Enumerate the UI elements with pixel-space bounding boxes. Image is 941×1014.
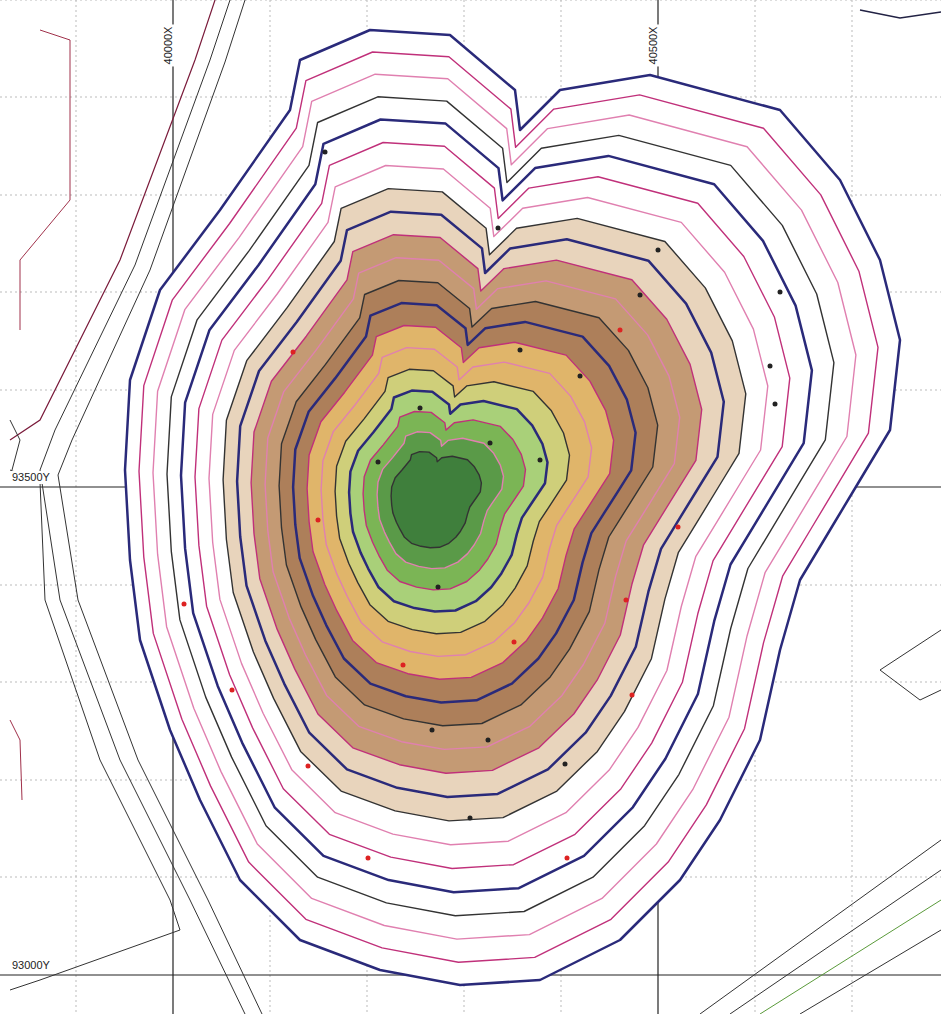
- bench-contour: [363, 412, 525, 590]
- grid-coordinate: 40500X: [648, 25, 661, 67]
- bench-contour: [391, 452, 481, 548]
- drill-hole: [291, 350, 296, 355]
- haul-roads: [10, 0, 941, 1014]
- bench-contour: [349, 391, 547, 612]
- drill-hole: [418, 406, 423, 411]
- bench-contour: [321, 348, 591, 657]
- drill-hole: [656, 248, 661, 253]
- drill-hole: [638, 293, 643, 298]
- drill-hole: [578, 374, 583, 379]
- drill-hole: [401, 663, 406, 668]
- bench-contour: [195, 143, 790, 869]
- drill-hole: [538, 458, 543, 463]
- grid-line: [852, 0, 853, 1014]
- bench-contour: [251, 235, 702, 774]
- drill-holes: [182, 150, 783, 861]
- bench-contour: [223, 189, 746, 821]
- bench-contour: [335, 369, 569, 634]
- drill-hole: [496, 226, 501, 231]
- drill-hole: [512, 640, 517, 645]
- drill-hole: [624, 598, 629, 603]
- drill-hole: [230, 688, 235, 693]
- drill-hole: [436, 585, 441, 590]
- drill-hole: [618, 328, 623, 333]
- drill-hole: [316, 518, 321, 523]
- grid-coordinate: 93000Y: [10, 959, 52, 972]
- drill-hole: [488, 441, 493, 446]
- bench-contour: [307, 326, 613, 680]
- bench-contour: [125, 30, 900, 985]
- bench-contour: [153, 74, 856, 939]
- bench-contour: [167, 97, 834, 916]
- drill-hole: [430, 728, 435, 733]
- drill-hole: [486, 738, 491, 743]
- drill-hole: [468, 816, 473, 821]
- grid-coordinate: 40000X: [163, 25, 176, 67]
- drill-hole: [563, 762, 568, 767]
- drill-hole: [323, 150, 328, 155]
- drill-hole: [768, 364, 773, 369]
- bench-contour: [293, 303, 635, 702]
- bench-contour: [279, 281, 658, 726]
- grid-coordinate: 93500Y: [10, 471, 52, 484]
- grid-line: [0, 0, 941, 1]
- bench-contour: [237, 212, 724, 797]
- drill-hole: [565, 856, 570, 861]
- grid-line: [76, 0, 77, 1014]
- bench-contour: [209, 166, 768, 845]
- drill-hole: [778, 290, 783, 295]
- drill-hole: [376, 460, 381, 465]
- drill-hole: [676, 525, 681, 530]
- pit-benches: [125, 30, 900, 985]
- drill-hole: [518, 348, 523, 353]
- bench-contour: [265, 258, 680, 750]
- drill-hole: [773, 402, 778, 407]
- drill-hole: [306, 764, 311, 769]
- drill-hole: [630, 693, 635, 698]
- drill-hole: [366, 856, 371, 861]
- drill-hole: [182, 602, 187, 607]
- bench-contour: [181, 120, 812, 893]
- bench-contour: [139, 52, 878, 962]
- bench-contour: [377, 432, 503, 569]
